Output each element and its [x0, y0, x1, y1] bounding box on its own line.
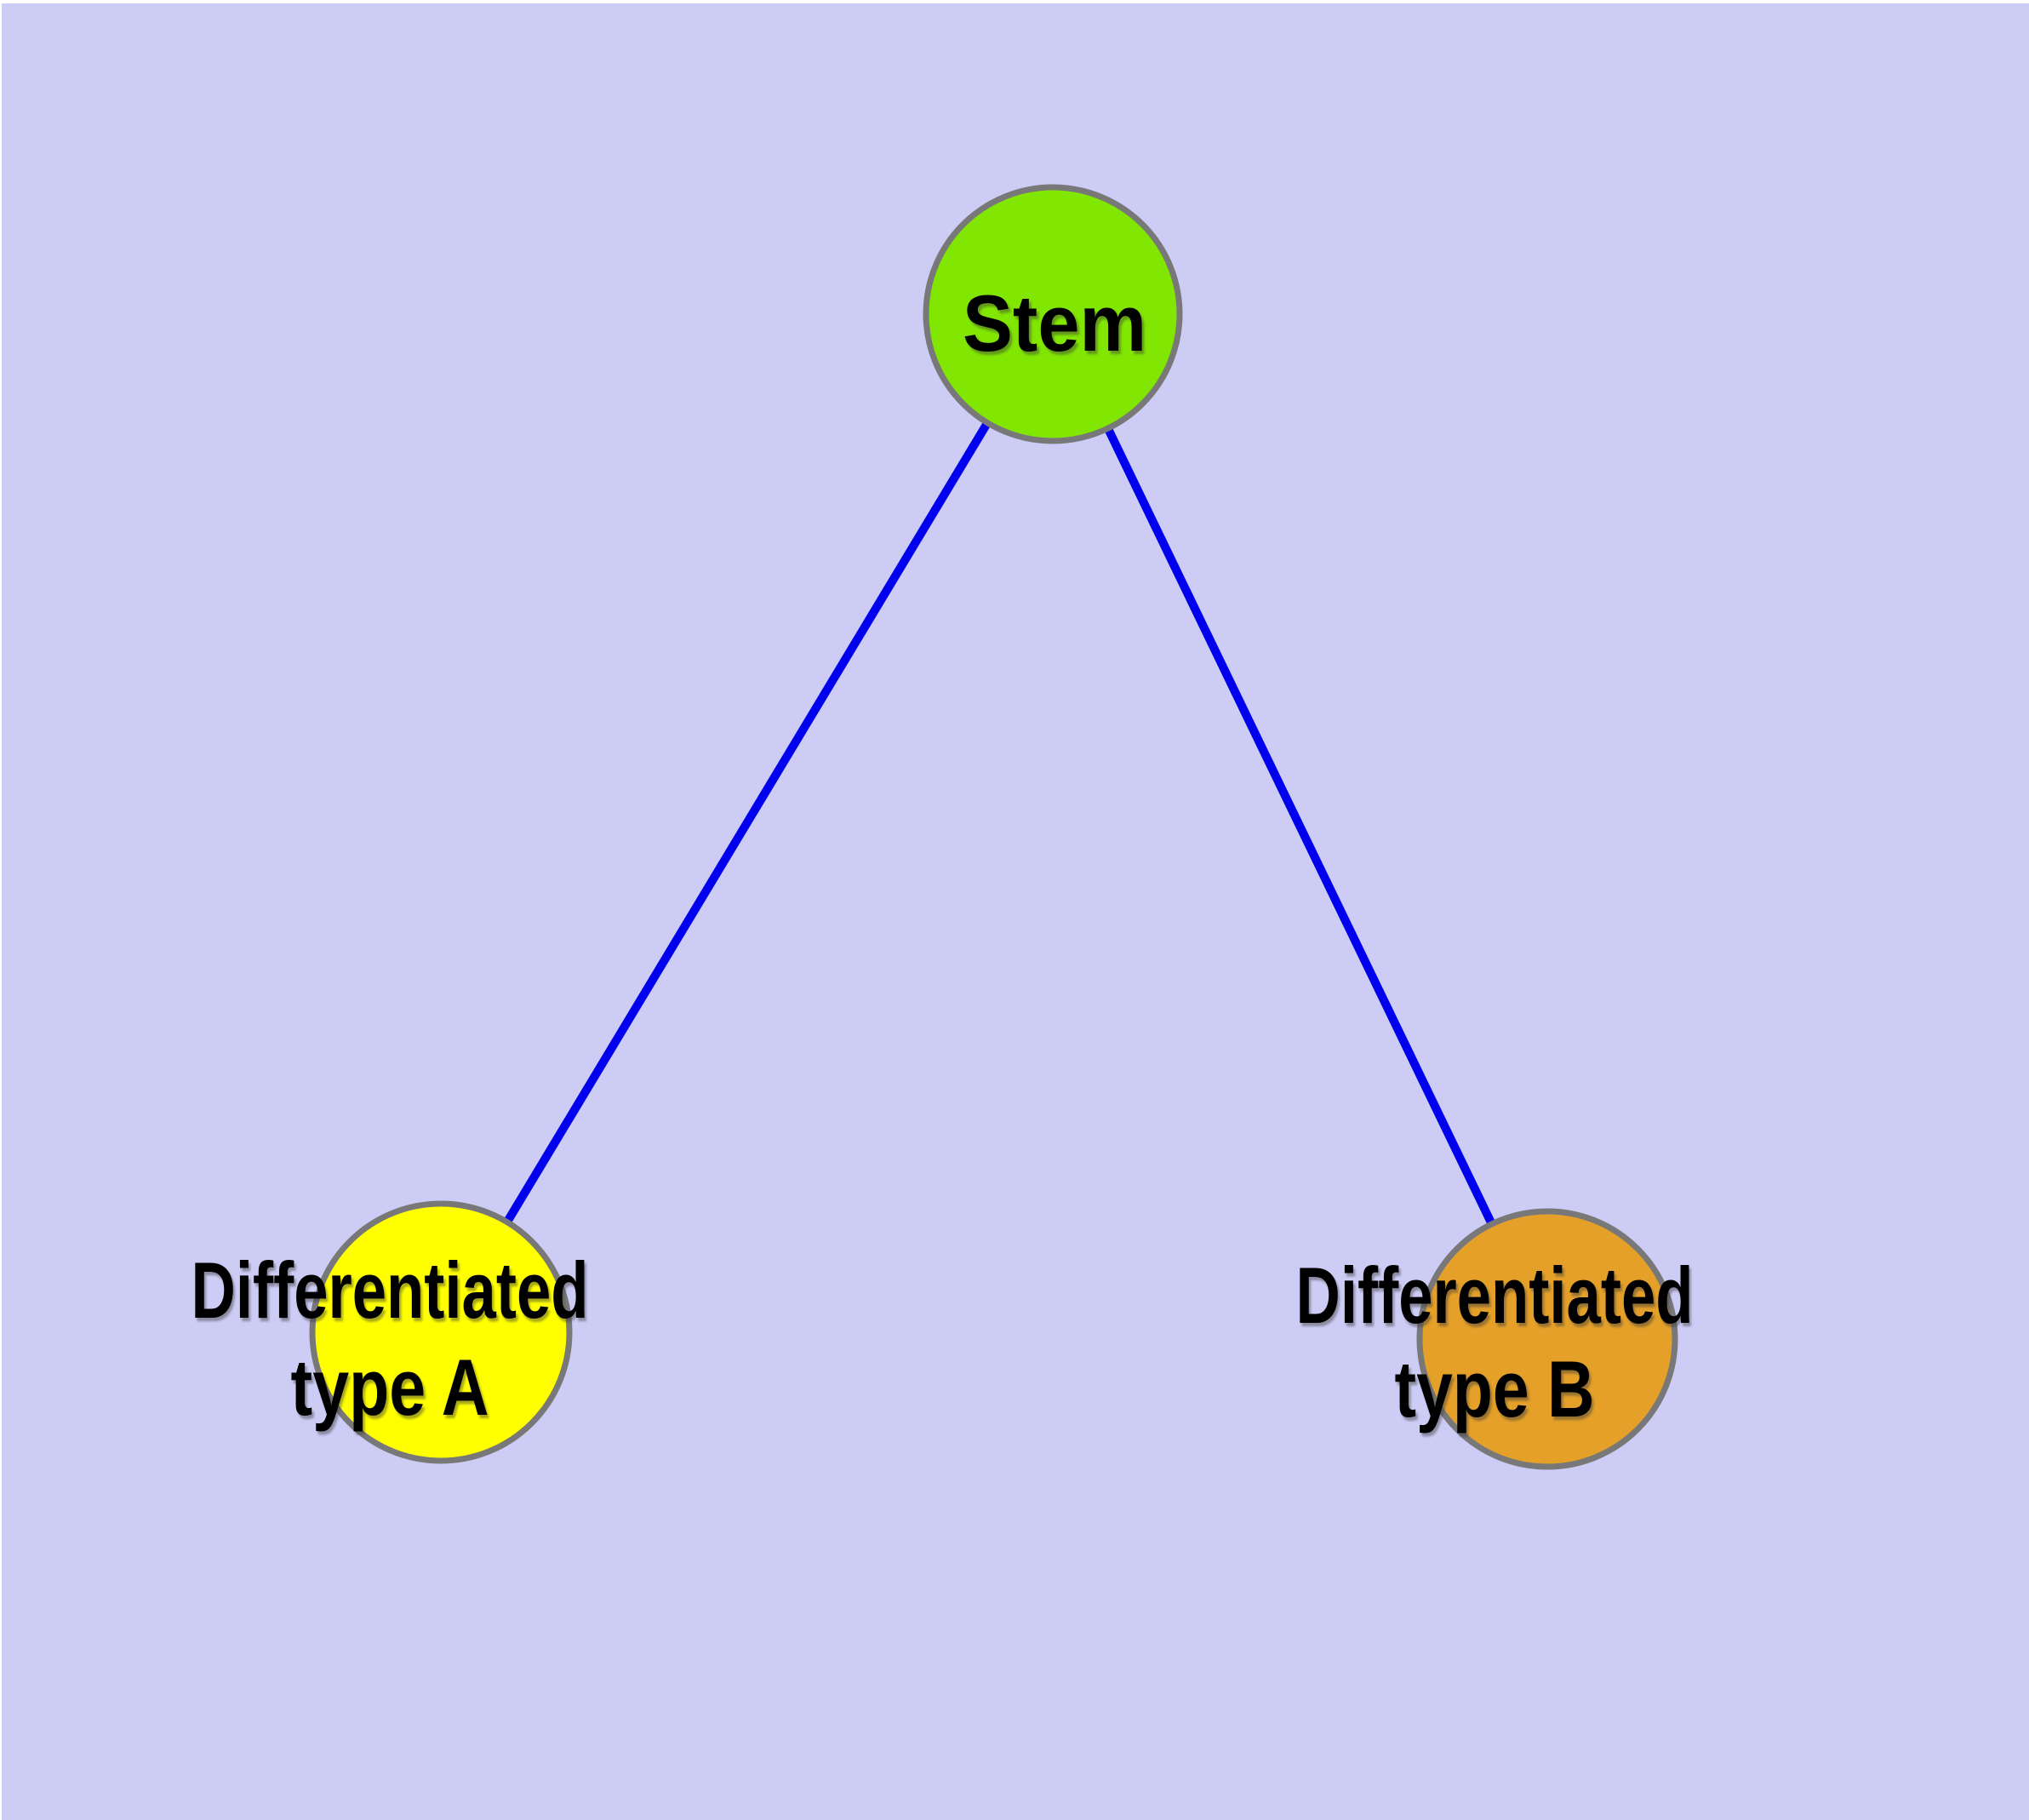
node-differentiated-type-b-label-line-1: Differentiated — [1296, 1251, 1694, 1340]
node-differentiated-type-a — [309, 1200, 573, 1464]
node-differentiated-type-a-label-line-1: Differentiated — [191, 1245, 589, 1335]
node-stem-label: Stem — [963, 278, 1146, 368]
edge-stem-to-type-a — [437, 312, 1057, 1335]
edge-stem-to-type-b — [1049, 312, 1552, 1342]
node-differentiated-type-b-label-line-2: type B — [1395, 1344, 1595, 1434]
node-differentiated-type-b — [1416, 1208, 1678, 1470]
node-stem — [923, 184, 1183, 444]
node-differentiated-type-a-label-line-2: type A — [291, 1342, 489, 1432]
